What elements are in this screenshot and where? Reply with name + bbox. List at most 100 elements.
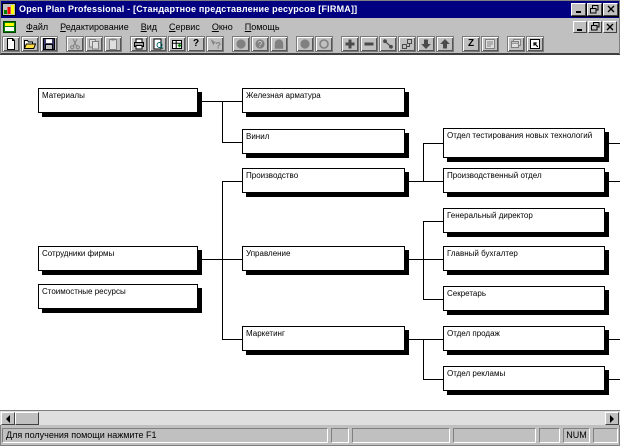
toolbar-expand-button[interactable] (341, 36, 359, 52)
toolbar-print-preview-button[interactable] (149, 36, 167, 52)
menu-item-5[interactable]: Окно (211, 21, 233, 32)
toolbar-node-filled-button[interactable] (296, 36, 314, 52)
toolbar-node-outline-button[interactable] (315, 36, 333, 52)
tree-node-materials[interactable]: Материалы (38, 88, 198, 113)
move-up-icon (440, 39, 450, 49)
menu-item-4[interactable]: Сервис (169, 21, 200, 32)
connector-line (222, 181, 223, 340)
connector-line (198, 259, 222, 260)
toolbar-paste-button[interactable] (104, 36, 122, 52)
tree-node-label: Производственный отдел (447, 171, 542, 180)
toolbar-cascade-button[interactable] (507, 36, 525, 52)
toolbar-new-file-button[interactable] (2, 36, 20, 52)
tree-node-advert[interactable]: Отдел рекламы (443, 366, 605, 391)
toolbar-table-edit-button[interactable] (168, 36, 186, 52)
connector-line (423, 221, 443, 222)
node-outline-icon (319, 39, 329, 49)
toolbar-node-question-button[interactable]: ? (251, 36, 269, 52)
connector-line (405, 181, 423, 182)
toolbar-save-button[interactable] (40, 36, 58, 52)
tree-node-employees[interactable]: Сотрудники фирмы (38, 246, 198, 271)
tree-node-label: Отдел тестирования новых технологий (447, 131, 593, 140)
status-bar: Для получения помощи нажмите F1 NUM (0, 425, 620, 446)
connector-line (423, 181, 443, 182)
toolbar-node-arch-button[interactable] (270, 36, 288, 52)
close-button[interactable] (603, 2, 618, 16)
tree-node-label: Отдел рекламы (447, 369, 506, 378)
toolbar-zoom-button[interactable]: Z (462, 36, 480, 52)
tree-node-label: Секретарь (447, 289, 486, 298)
connector-line (609, 379, 620, 380)
scroll-left-button[interactable] (1, 412, 15, 425)
node-arch-icon (274, 39, 284, 49)
minimize-icon (575, 11, 581, 13)
menu-item-1[interactable]: Файл (26, 21, 49, 32)
document-window-icon (3, 20, 16, 33)
menu-item-3[interactable]: Вид (140, 21, 157, 32)
toolbar-context-help-button[interactable]: ? (206, 36, 224, 52)
table-edit-icon (172, 40, 182, 49)
toolbar-link-nodes-button[interactable] (379, 36, 397, 52)
toolbar-node-circle-button[interactable] (232, 36, 250, 52)
toolbar-copy-button[interactable] (85, 36, 103, 52)
tree-node-accountant[interactable]: Главный бухгалтер (443, 246, 605, 271)
toolbar-reorder-button[interactable] (398, 36, 416, 52)
horizontal-scrollbar[interactable] (0, 410, 620, 425)
status-panel-4 (539, 427, 560, 443)
menu-item-6[interactable]: Помощь (244, 21, 280, 32)
toolbar-print-button[interactable] (130, 36, 148, 52)
print-icon (134, 38, 144, 50)
toolbar-collapse-button[interactable] (360, 36, 378, 52)
scrollbar-thumb[interactable] (15, 412, 39, 425)
tree-node-production[interactable]: Производство (242, 168, 405, 193)
toolbar-fit-window-button[interactable] (526, 36, 544, 52)
tree-node-vinyl[interactable]: Винил (242, 129, 405, 154)
status-panel-6 (593, 427, 618, 443)
zoom-icon: Z (467, 38, 475, 49)
toolbar-open-folder-button[interactable] (21, 36, 39, 52)
svg-text:?: ? (258, 40, 263, 49)
connector-line (222, 181, 242, 182)
tree-node-label: Управление (246, 249, 291, 258)
toolbar-move-up-button[interactable] (436, 36, 454, 52)
tree-node-proddept[interactable]: Производственный отдел (443, 168, 605, 193)
connector-line (423, 339, 443, 340)
tree-node-testing[interactable]: Отдел тестирования новых технологий (443, 128, 605, 158)
connector-line (609, 339, 620, 340)
toolbar: ??? Z (0, 35, 620, 54)
mdi-close-button[interactable] (603, 20, 617, 33)
mdi-minimize-button[interactable] (573, 20, 587, 33)
tree-node-label: Сотрудники фирмы (42, 249, 115, 258)
fit-window-icon (530, 39, 540, 49)
toolbar-notes-button[interactable] (481, 36, 499, 52)
app-logo-icon (2, 2, 16, 16)
tree-node-sales[interactable]: Отдел продаж (443, 326, 605, 351)
connector-line (222, 101, 242, 102)
notes-icon (485, 39, 495, 49)
tree-node-label: Железная арматура (246, 91, 321, 100)
mdi-restore-button[interactable] (588, 20, 602, 33)
minimize-button[interactable] (571, 2, 586, 16)
tree-node-label: Стоимостные ресурсы (42, 287, 126, 296)
tree-node-marketing[interactable]: Маркетинг (242, 326, 405, 351)
restore-button[interactable] (587, 2, 602, 16)
toolbar-move-down-button[interactable] (417, 36, 435, 52)
tree-node-cost[interactable]: Стоимостные ресурсы (38, 284, 198, 309)
tree-node-management[interactable]: Управление (242, 246, 405, 271)
scroll-right-button[interactable] (605, 412, 619, 425)
menu-item-2[interactable]: Редактирование (60, 21, 129, 32)
tree-node-secretary[interactable]: Секретарь (443, 286, 605, 311)
mdi-window-controls (573, 20, 617, 33)
tree-node-label: Производство (246, 171, 299, 180)
tree-node-director[interactable]: Генеральный директор (443, 208, 605, 233)
arrow-left-icon (6, 414, 10, 423)
status-panel-1 (331, 427, 349, 443)
tree-node-iron[interactable]: Железная арматура (242, 88, 405, 113)
toolbar-cut-button[interactable] (66, 36, 84, 52)
expand-icon (345, 39, 355, 49)
toolbar-group-5 (296, 36, 334, 52)
status-panel-2 (352, 427, 450, 443)
toolbar-help-button[interactable]: ? (187, 36, 205, 52)
